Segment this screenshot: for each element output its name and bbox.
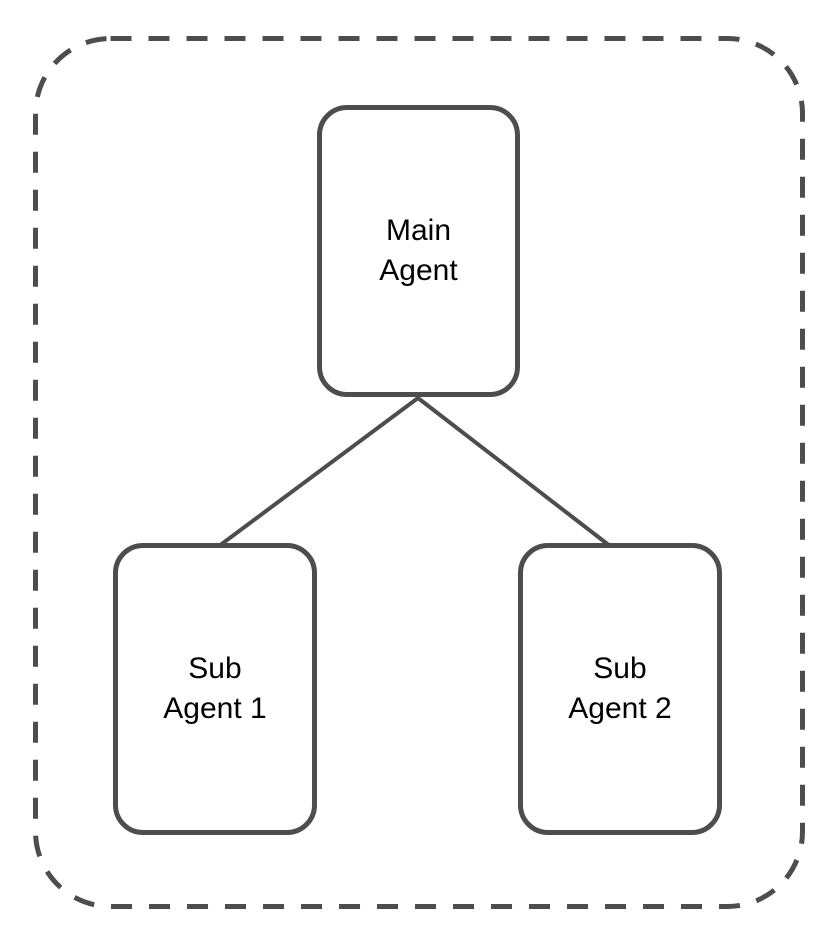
edge-main-to-sub1 [217,396,420,548]
node-sub-agent-2-label: Sub Agent 2 [568,652,672,725]
edge-main-to-sub2 [416,396,612,548]
node-sub-agent-1: Sub Agent 1 [113,543,317,835]
dashed-boundary [33,36,805,909]
node-sub-agent-1-label: Sub Agent 1 [163,652,267,725]
node-sub-agent-2: Sub Agent 2 [518,543,722,835]
node-main-agent-label: Main Agent [379,214,458,287]
node-main-agent: Main Agent [317,105,520,397]
